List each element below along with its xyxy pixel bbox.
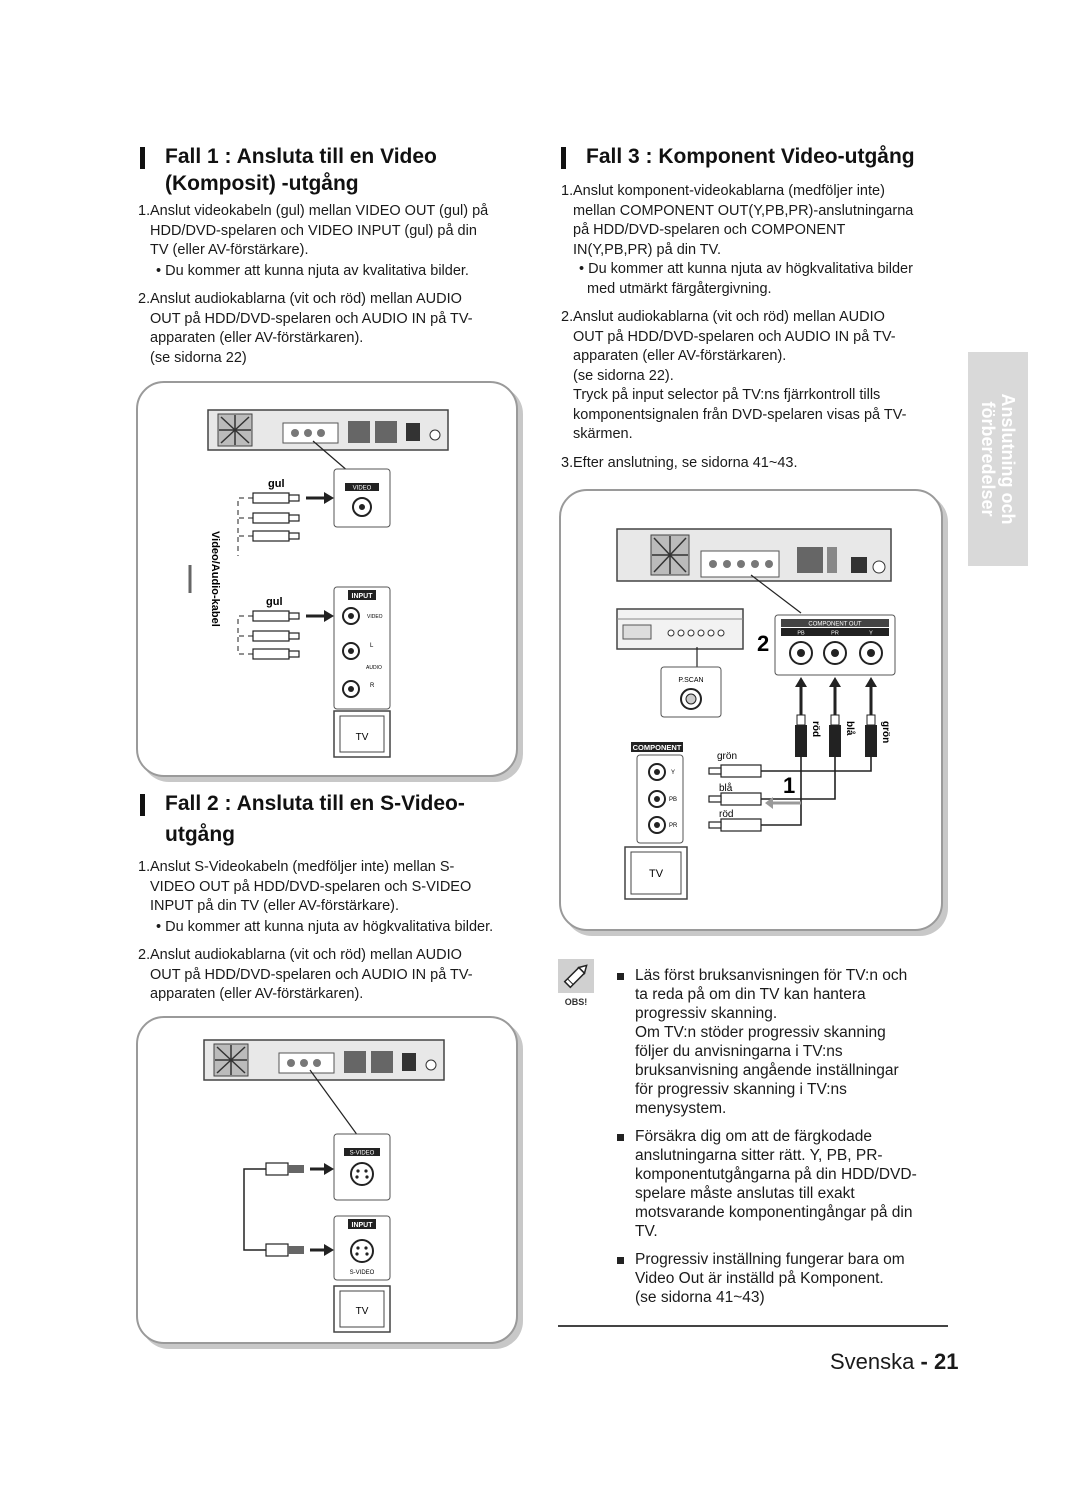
input-label: INPUT (352, 593, 374, 600)
fall2-steps: 1. Anslut S-Videokabeln (medföljer inte)… (138, 858, 518, 1014)
fall3-step3: 3. Efter anslutning, se sidorna 41~43. (561, 454, 798, 471)
pb-in-label: PB (669, 797, 677, 803)
section-bar (140, 794, 145, 816)
fall3-step1: 1. Anslut komponent-videokablarna (medfö… (561, 182, 951, 299)
fall1-title: Fall 1 : Ansluta till en Video (Komposit… (140, 143, 437, 197)
chapter-side-tab: Anslutning och förberedelser (968, 352, 1028, 566)
footer-language: Svenska (830, 1349, 915, 1374)
notes-list: Läs först bruksanvisningen för TV:n och … (617, 966, 947, 1316)
rod-top-label: röd (810, 721, 821, 737)
component-connection-illustration: P.SCAN 2 COMPONENT OUT PB PR Y röd blå g… (616, 528, 896, 900)
tv-label: TV (356, 1306, 369, 1317)
pr-out-label: PR (831, 631, 839, 637)
bla-label: blå (719, 782, 733, 794)
note-item: Läs först bruksanvisningen för TV:n och … (617, 966, 947, 1118)
fall2-diagram: S-VIDEO INPUT S-VIDEO TV (136, 1016, 518, 1344)
note-block-icon: OBS! (554, 959, 598, 1012)
l-label: L (370, 643, 374, 649)
audio-label: AUDIO (366, 665, 382, 671)
fall2-step2: 2. Anslut audiokablarna (vit och röd) me… (138, 947, 473, 1002)
svideo-in-label: S-VIDEO (350, 1270, 375, 1276)
tv-label: TV (649, 868, 664, 880)
composite-connection-illustration: VIDEO gul Video/Audio-kabel gul INPUT (188, 409, 449, 758)
section-bar (561, 147, 566, 169)
fall3-steps: 1. Anslut komponent-videokablarna (medfö… (561, 182, 951, 482)
note-item: Försäkra dig om att de färgkodade anslut… (617, 1127, 947, 1241)
side-tab-line2: förberedelser (978, 401, 998, 517)
r-label: R (370, 683, 375, 689)
obs-label: OBS! (565, 997, 588, 1007)
pencil-note-icon: OBS! (558, 959, 594, 1007)
gul-label-bottom: gul (266, 596, 283, 608)
video-in-label: VIDEO (367, 614, 383, 620)
gron-label: grön (717, 751, 737, 762)
svideo-out-label: S-VIDEO (350, 1151, 375, 1157)
page-footer: Svenska - 21 (830, 1349, 958, 1375)
fall1-diagram: VIDEO gul Video/Audio-kabel gul INPUT (136, 381, 518, 777)
note-item: Progressiv inställning fungerar bara om … (617, 1250, 947, 1307)
bla-top-label: blå (844, 721, 856, 736)
y-in-label: Y (671, 770, 675, 776)
gul-label-top: gul (268, 478, 285, 490)
gron-top-label: grön (880, 721, 891, 743)
footer-divider (558, 1325, 948, 1327)
input-label: INPUT (352, 1222, 374, 1229)
svideo-connection-illustration: S-VIDEO INPUT S-VIDEO TV (203, 1039, 445, 1333)
rod-label: röd (719, 809, 733, 820)
component-out-label: COMPONENT OUT (808, 622, 862, 628)
component-in-label: COMPONENT (633, 743, 682, 752)
footer-dash: - (914, 1349, 934, 1374)
fall3-diagram: P.SCAN 2 COMPONENT OUT PB PR Y röd blå g… (559, 489, 943, 931)
pr-in-label: PR (669, 823, 678, 829)
fall3-step2: 2. Anslut audiokablarna (vit och röd) me… (561, 309, 907, 442)
step-number-1: 1 (783, 773, 795, 798)
fall1-step1: 1. Anslut videokabeln (gul) mellan VIDEO… (138, 202, 518, 281)
cable-label: Video/Audio-kabel (209, 531, 221, 627)
fall2-step1: 1. Anslut S-Videokabeln (medföljer inte)… (138, 858, 518, 937)
pb-out-label: PB (797, 631, 805, 637)
section-bar (140, 147, 145, 169)
fall1-steps: 1. Anslut videokabeln (gul) mellan VIDEO… (138, 202, 518, 377)
pscan-label: P.SCAN (678, 677, 703, 684)
video-out-label: VIDEO (353, 486, 372, 492)
y-out-label: Y (869, 631, 873, 637)
page-number: 21 (933, 1349, 959, 1374)
tv-label: TV (356, 732, 369, 743)
fall3-title: Fall 3 : Komponent Video-utgång (561, 143, 915, 170)
fall1-step2: 2. Anslut audiokablarna (vit och röd) me… (138, 291, 473, 366)
fall2-title: Fall 2 : Ansluta till en S-Video- utgång (140, 790, 465, 848)
step-number-2: 2 (757, 631, 769, 656)
side-tab-line1: Anslutning och (998, 393, 1018, 525)
